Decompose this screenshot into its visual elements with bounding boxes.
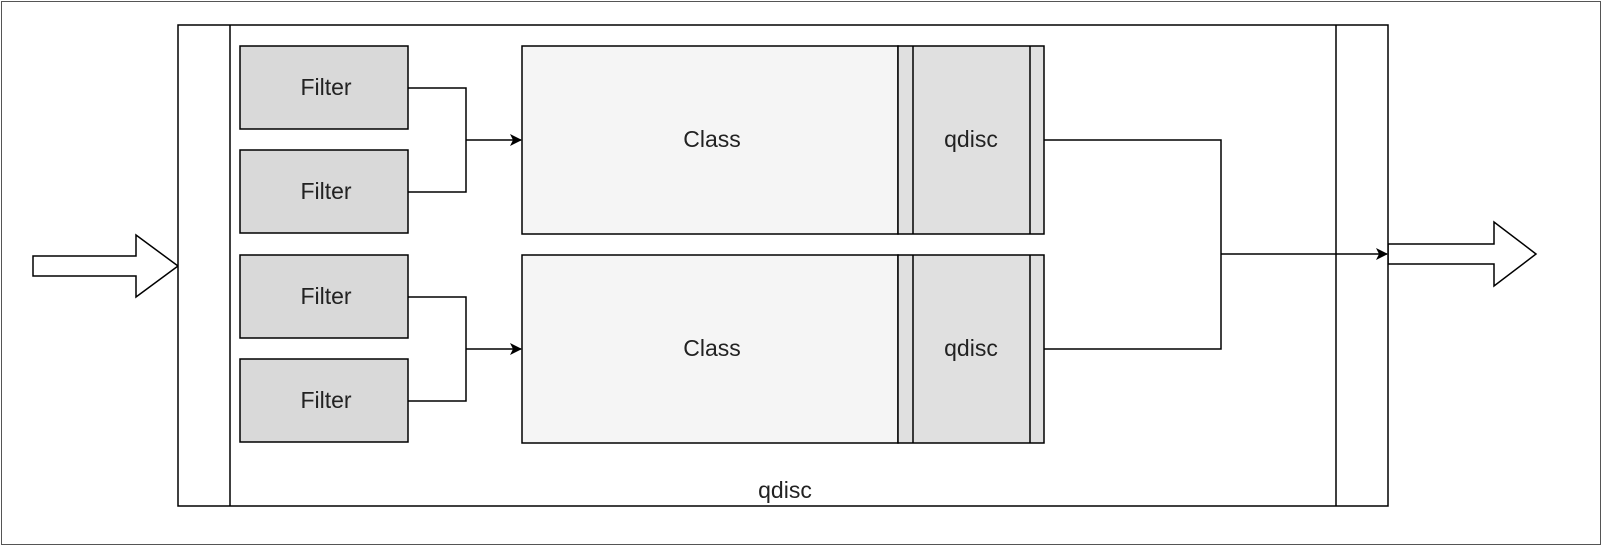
- inner-qdisc-label: qdisc: [944, 335, 998, 361]
- output-arrow-icon: [1387, 220, 1538, 288]
- class-label: Class: [683, 126, 741, 152]
- filter-label: Filter: [300, 283, 351, 309]
- filter-box: Filter: [239, 45, 409, 130]
- filter-box: Filter: [239, 254, 409, 339]
- class-box: Class: [521, 45, 899, 235]
- filter-box: Filter: [239, 149, 409, 234]
- class-box: Class: [521, 254, 899, 444]
- outer-qdisc-label: qdisc: [758, 477, 812, 503]
- class-label: Class: [683, 335, 741, 361]
- input-arrow-icon: [32, 233, 180, 299]
- filter-label: Filter: [300, 178, 351, 204]
- inner-qdisc-box: qdisc: [897, 45, 1045, 235]
- filter-box: Filter: [239, 358, 409, 443]
- filter-label: Filter: [300, 387, 351, 413]
- inner-qdisc-label: qdisc: [944, 126, 998, 152]
- inner-qdisc-box: qdisc: [897, 254, 1045, 444]
- class-merge-connector: [1044, 139, 1222, 350]
- filter-label: Filter: [300, 74, 351, 100]
